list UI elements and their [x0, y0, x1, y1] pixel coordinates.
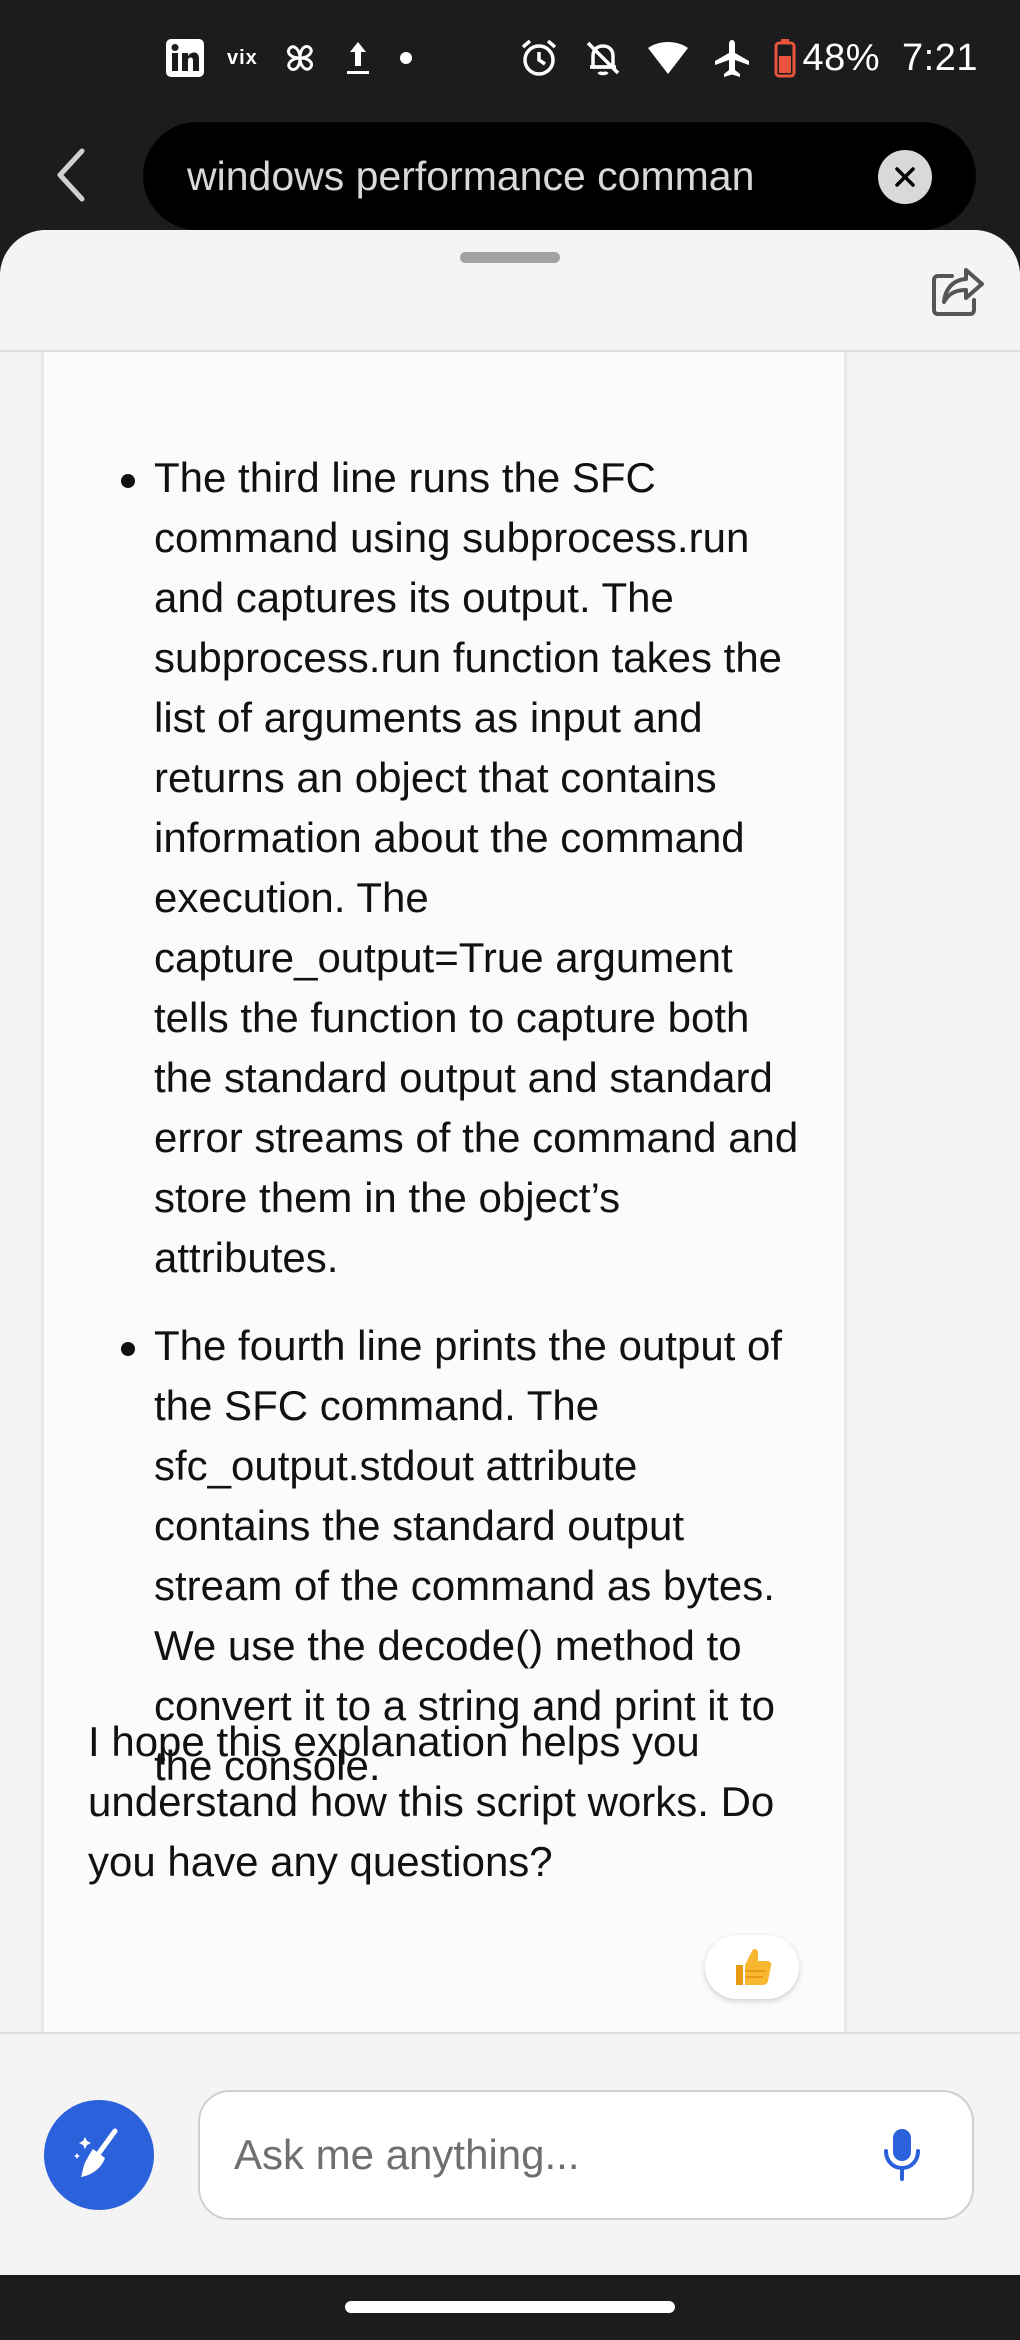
thumbs-up-icon [736, 1948, 772, 1985]
bullet-text: The third line runs the SFC command usin… [154, 454, 799, 1281]
ask-field[interactable] [198, 2090, 974, 2220]
assistant-message-card: The third line runs the SFC command usin… [44, 310, 844, 2186]
message-closing-text: I hope this explanation helps you unders… [88, 1718, 775, 1885]
search-bar[interactable]: windows performance comman [143, 122, 976, 230]
composer-bar [0, 2032, 1020, 2275]
battery-icon [774, 38, 796, 78]
new-topic-button[interactable] [44, 2100, 154, 2210]
wifi-icon [646, 38, 690, 78]
list-item: The third line runs the SFC command usin… [44, 448, 844, 1288]
vix-icon: vix [227, 47, 258, 70]
mic-icon [884, 2129, 920, 2181]
clear-search-button[interactable] [878, 150, 932, 204]
dot-icon [396, 48, 416, 68]
bullet-dot [121, 474, 135, 488]
battery-indicator: 48% [774, 37, 880, 80]
upload-icon [342, 38, 374, 78]
mute-bell-icon [582, 37, 624, 79]
drag-handle[interactable] [460, 252, 560, 263]
search-header: windows performance comman [0, 118, 1020, 238]
message-bullet-list: The third line runs the SFC command usin… [44, 448, 844, 1824]
system-nav-bar [0, 2275, 1020, 2340]
bullet-dot [121, 1342, 135, 1356]
vix-label: vix [227, 46, 258, 69]
pinwheel-icon [280, 38, 320, 78]
status-right-icons: 48% 7:21 [518, 30, 978, 86]
search-query-text[interactable]: windows performance comman [187, 153, 755, 199]
bullet-text: The fourth line prints the output of the… [154, 1322, 783, 1789]
back-button[interactable] [40, 142, 100, 208]
alarm-icon [518, 37, 560, 79]
status-bar: vix [0, 0, 1020, 118]
linkedin-icon [165, 38, 205, 78]
share-button[interactable] [926, 260, 990, 324]
chevron-left-icon [57, 148, 85, 202]
status-clock: 7:21 [902, 36, 978, 79]
battery-percent: 48% [802, 36, 881, 79]
ask-input[interactable] [234, 2092, 854, 2218]
airplane-icon [712, 38, 752, 78]
sheet-top-bar [0, 230, 1020, 352]
chat-sheet: The third line runs the SFC command usin… [0, 230, 1020, 2275]
list-item: The fourth line prints the output of the… [44, 1316, 844, 1796]
mic-button[interactable] [872, 2125, 932, 2185]
status-left-icons: vix [165, 34, 416, 82]
home-indicator[interactable] [345, 2301, 675, 2313]
share-icon [932, 268, 984, 316]
reaction-button[interactable] [705, 1935, 799, 1999]
close-icon [895, 167, 915, 187]
broom-icon [74, 2128, 118, 2177]
